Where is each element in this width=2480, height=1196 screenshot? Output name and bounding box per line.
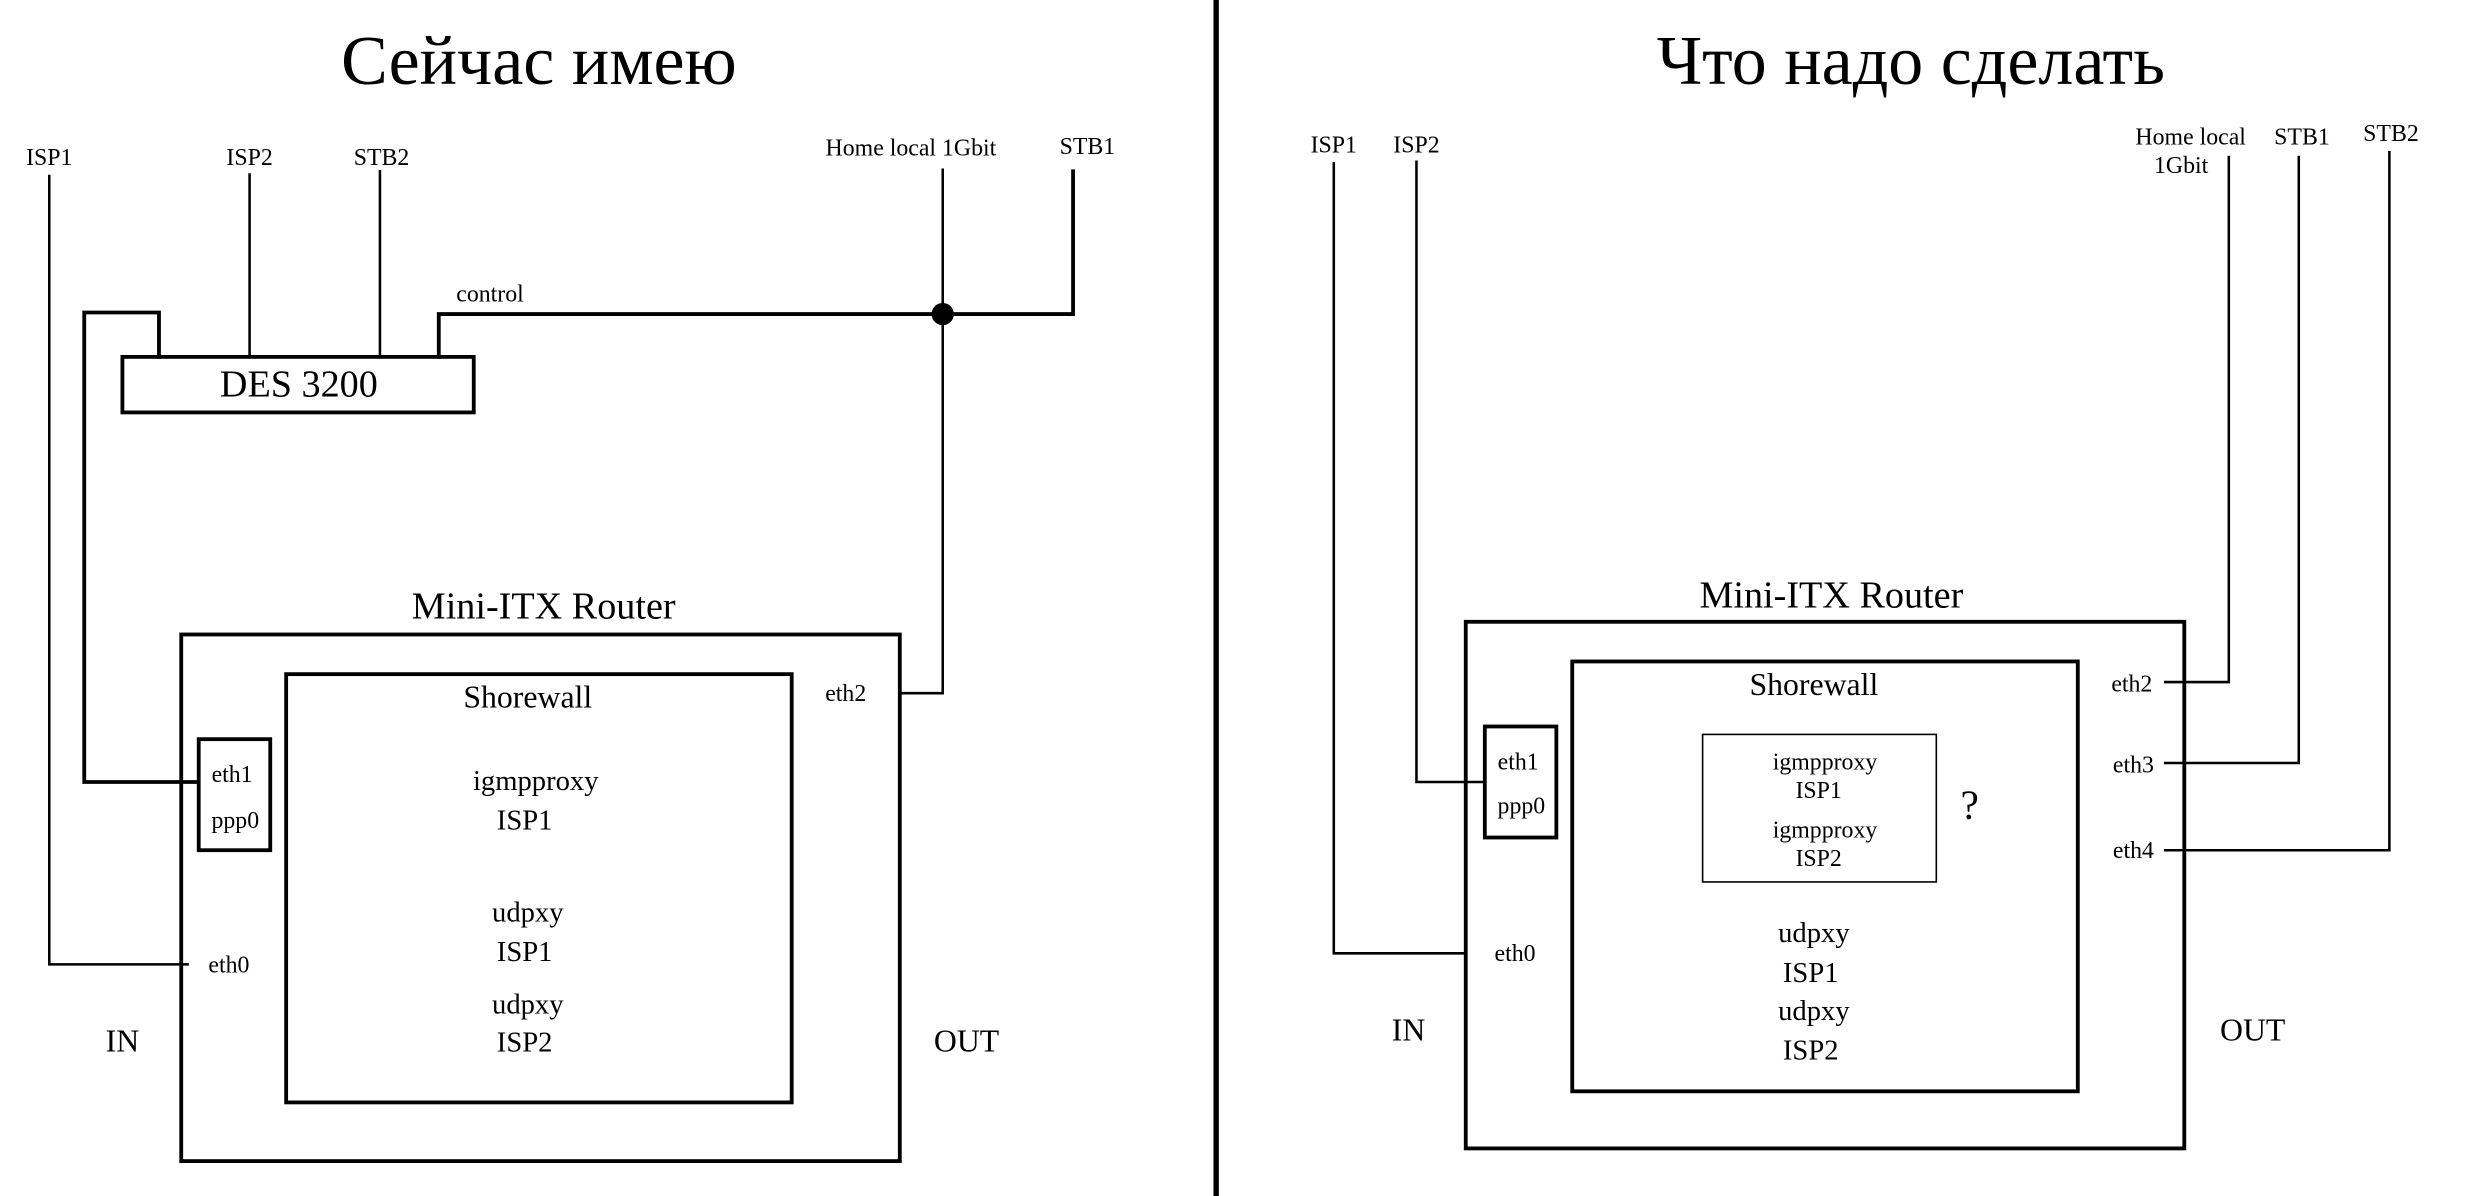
service-name: udpxy	[492, 898, 564, 929]
right-panel: Что надо сделать ISP1 ISP2 Home local 1G…	[1311, 23, 2419, 1151]
service-name: igmpproxy	[473, 766, 599, 797]
label-stb2: STB2	[354, 145, 410, 171]
proxy-target: ISP1	[1795, 778, 1841, 804]
cable-switch-eth1	[82, 310, 200, 784]
cable-stb1-eth3	[2163, 155, 2301, 765]
iface-eth1: eth1	[212, 762, 253, 788]
proxy-name: igmpproxy	[1773, 749, 1878, 775]
cable-control	[436, 312, 945, 359]
iface-eth2: eth2	[825, 681, 866, 707]
iface-ppp0: ppp0	[1498, 794, 1546, 820]
iface-ppp0: ppp0	[211, 808, 259, 834]
service-name: udpxy	[1778, 996, 1850, 1027]
cable-isp2-eth1	[1415, 160, 1483, 784]
eth1-ppp0-box	[196, 737, 273, 853]
service-target: ISP1	[1783, 958, 1839, 989]
label-isp2: ISP2	[226, 145, 272, 171]
router-box	[179, 632, 902, 1164]
router-box	[1463, 619, 2187, 1151]
iface-eth0: eth0	[208, 952, 249, 978]
iface-eth0: eth0	[1495, 941, 1536, 967]
label-control: control	[456, 281, 524, 307]
proxy-name: igmpproxy	[1773, 818, 1878, 844]
label-out: OUT	[2220, 1013, 2285, 1048]
cable-home-local-eth2	[2163, 155, 2231, 684]
label-isp1: ISP1	[1311, 132, 1357, 158]
label-out: OUT	[934, 1024, 999, 1059]
label-stb2: STB2	[2363, 121, 2419, 147]
label-stb1: STB1	[1060, 134, 1116, 160]
label-home-local: Home local 1Gbit	[826, 135, 997, 161]
cable-stb1	[940, 169, 1075, 316]
label-in: IN	[1392, 1013, 1426, 1048]
shorewall-label: Shorewall	[1749, 667, 1878, 702]
proxy-target: ISP2	[1795, 846, 1841, 872]
router-title: Mini-ITX Router	[412, 586, 676, 628]
service-name: udpxy	[492, 990, 564, 1021]
iface-eth2: eth2	[2111, 672, 2152, 698]
cable-isp1-eth0	[48, 174, 189, 966]
iface-eth1: eth1	[1498, 749, 1539, 775]
shorewall-label: Shorewall	[463, 679, 592, 714]
label-stb1: STB1	[2274, 124, 2330, 150]
iface-eth3: eth3	[2113, 753, 2154, 779]
service-name: udpxy	[1778, 918, 1850, 949]
junction-dot	[931, 302, 954, 326]
service-target: ISP2	[1783, 1036, 1839, 1067]
iface-eth4: eth4	[2113, 838, 2154, 864]
service-target: ISP1	[497, 937, 553, 968]
cable-stb2-eth4	[2163, 151, 2391, 852]
service-target: ISP2	[497, 1028, 553, 1059]
cable-home-local-eth2	[898, 168, 944, 695]
shorewall-box	[1570, 659, 2080, 1094]
cable-isp1-eth0	[1332, 162, 1468, 955]
question-mark: ?	[1961, 782, 1979, 828]
igmpproxy-box	[1701, 733, 1938, 883]
label-in: IN	[106, 1024, 140, 1059]
right-panel-title: Что надо сделать	[1657, 23, 2165, 100]
service-target: ISP1	[497, 806, 553, 837]
switch-box	[120, 354, 476, 415]
label-isp1: ISP1	[26, 145, 72, 171]
switch-label: DES 3200	[220, 364, 378, 406]
label-isp2: ISP2	[1393, 132, 1439, 158]
eth1-ppp0-box	[1482, 724, 1559, 840]
label-home-local-line1: Home local	[2135, 124, 2246, 150]
left-panel: Сейчас имею ISP1 ISP2 STB2 Home local 1G…	[26, 23, 1116, 1164]
left-panel-title: Сейчас имею	[341, 23, 737, 100]
label-home-local-line2: 1Gbit	[2154, 153, 2209, 179]
router-title: Mini-ITX Router	[1699, 575, 1963, 617]
shorewall-box	[284, 672, 794, 1105]
